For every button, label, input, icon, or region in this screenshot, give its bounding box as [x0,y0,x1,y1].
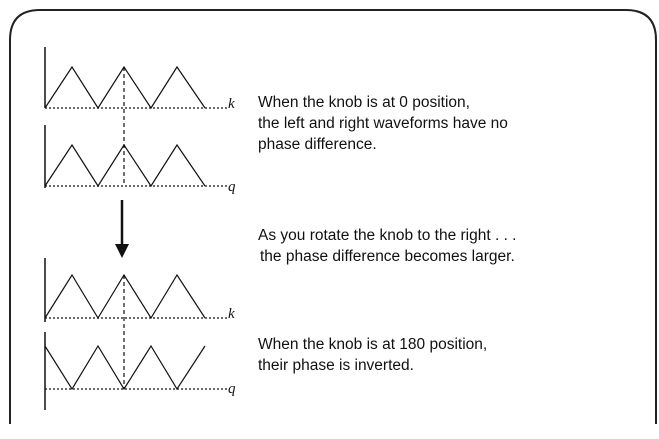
text-line: When the knob is at 180 position, [258,336,488,353]
text-line: When the knob is at 0 position, [258,94,470,111]
text-line: the left and right waveforms have no [258,115,508,132]
text-line: the phase difference becomes larger. [260,248,515,265]
label-top-k: k [228,96,235,112]
text-line: As you rotate the knob to the right . . … [258,227,517,244]
label-top-q: q [228,179,236,195]
waveform-top-k [44,65,206,110]
text-rotating: As you rotate the knob to the right . . … [258,225,516,267]
waveform-bottom-q-inverted [44,344,206,391]
waveform-group-bottom [44,258,228,410]
label-bottom-q: q [228,381,236,397]
waveform-bottom-k [44,273,206,320]
text-inverted: When the knob is at 180 position, their … [258,334,487,376]
waveform-top-q [44,143,206,188]
text-zero-position: When the knob is at 0 position, the left… [258,92,508,155]
rounded-border [9,9,657,424]
text-line: phase difference. [258,136,377,153]
text-line: their phase is inverted. [258,357,414,374]
waveform-group-top [44,47,228,188]
down-arrow-icon [115,200,129,258]
label-bottom-k: k [228,306,235,322]
